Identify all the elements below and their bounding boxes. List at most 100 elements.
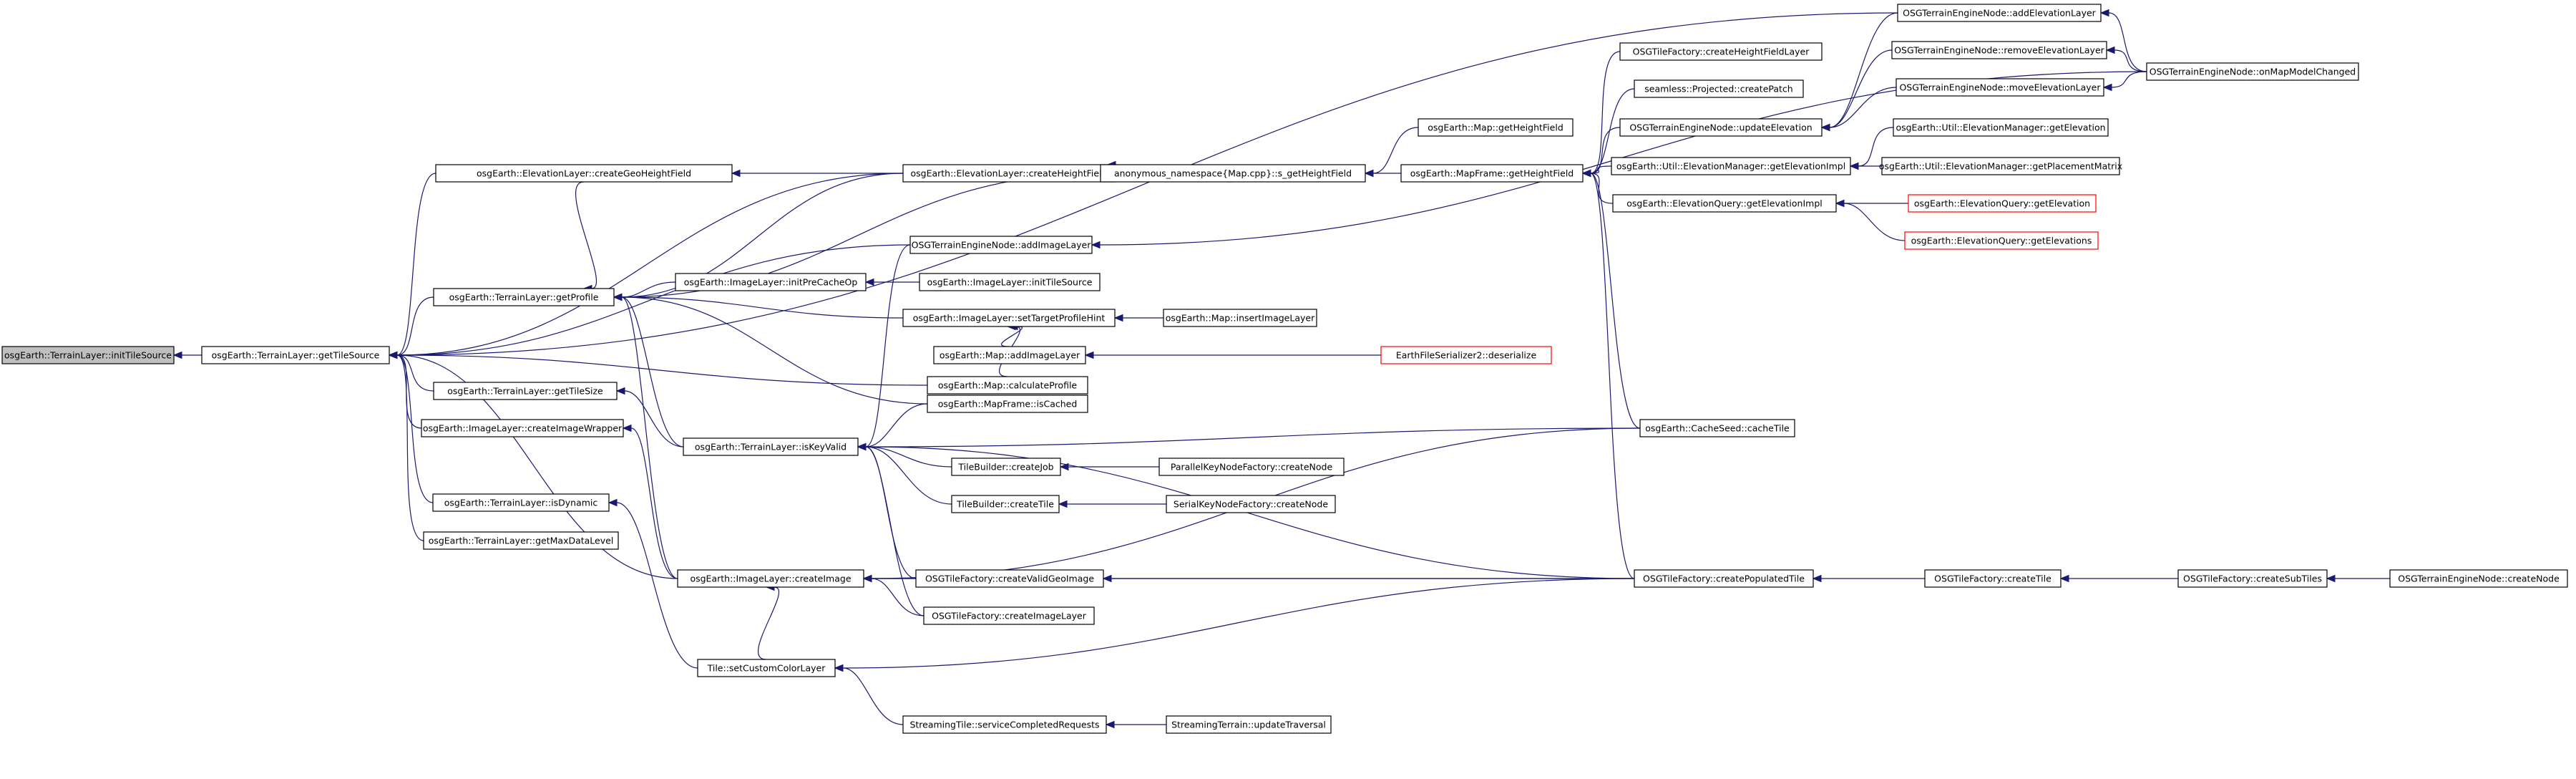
- node-serial-create-node[interactable]: SerialKeyNodeFactory::createNode: [1166, 495, 1336, 513]
- node-get-max-data-level[interactable]: osgEarth::TerrainLayer::getMaxDataLevel: [423, 531, 619, 550]
- node-create-height-field[interactable]: osgEarth::ElevationLayer::createHeightFi…: [902, 164, 1116, 183]
- node-box[interactable]: [2177, 569, 2328, 588]
- node-box[interactable]: [697, 659, 836, 677]
- node-box[interactable]: [435, 164, 733, 183]
- node-is-key-valid[interactable]: osgEarth::TerrainLayer::isKeyValid: [683, 437, 859, 456]
- node-init-tile-source-il[interactable]: osgEarth::ImageLayer::initTileSource: [919, 273, 1101, 291]
- node-box[interactable]: [421, 419, 624, 437]
- node-box[interactable]: [915, 569, 1104, 588]
- node-box[interactable]: [1893, 118, 2109, 137]
- node-service-completed-requests[interactable]: StreamingTile::serviceCompletedRequests: [902, 715, 1107, 734]
- node-box[interactable]: [675, 273, 867, 291]
- node-set-target-profile-hint[interactable]: osgEarth::ImageLayer::setTargetProfileHi…: [902, 309, 1116, 327]
- node-create-image[interactable]: osgEarth::ImageLayer::createImage: [677, 569, 864, 588]
- node-box[interactable]: [1881, 157, 2120, 175]
- node-map-add-image-layer[interactable]: osgEarth::Map::addImageLayer: [933, 346, 1086, 364]
- node-box[interactable]: [1380, 346, 1552, 364]
- node-map-get-height-field[interactable]: osgEarth::Map::getHeightField: [1418, 118, 1574, 137]
- node-box[interactable]: [923, 606, 1095, 625]
- node-create-valid-geo-image[interactable]: OSGTileFactory::createValidGeoImage: [915, 569, 1104, 588]
- node-box[interactable]: [1163, 309, 1317, 327]
- node-box[interactable]: [423, 531, 619, 550]
- node-eq-get-elevations[interactable]: osgEarth::ElevationQuery::getElevations: [1904, 231, 2099, 250]
- node-box[interactable]: [683, 437, 859, 456]
- node-insert-image-layer[interactable]: osgEarth::Map::insertImageLayer: [1163, 309, 1317, 327]
- node-box[interactable]: [902, 715, 1107, 734]
- node-get-placement-matrix[interactable]: osgEarth::Util::ElevationManager::getPla…: [1879, 157, 2122, 175]
- node-deserialize[interactable]: EarthFileSerializer2::deserialize: [1380, 346, 1552, 364]
- node-create-job[interactable]: TileBuilder::createJob: [951, 458, 1061, 476]
- node-init-pre-cache-op[interactable]: osgEarth::ImageLayer::initPreCacheOp: [675, 273, 867, 291]
- node-box[interactable]: [2146, 62, 2359, 81]
- node-create-tile-osg[interactable]: OSGTileFactory::createTile: [1924, 569, 2062, 588]
- node-create-image-layer[interactable]: OSGTileFactory::createImageLayer: [923, 606, 1095, 625]
- node-add-image-layer[interactable]: OSGTerrainEngineNode::addImageLayer: [909, 236, 1093, 254]
- node-get-elevation-impl[interactable]: osgEarth::Util::ElevationManager::getEle…: [1611, 157, 1851, 175]
- node-box[interactable]: [1400, 164, 1584, 183]
- node-create-sub-tiles[interactable]: OSGTileFactory::createSubTiles: [2177, 569, 2328, 588]
- node-box[interactable]: [902, 309, 1116, 327]
- node-create-tile[interactable]: TileBuilder::createTile: [951, 495, 1060, 513]
- node-box[interactable]: [951, 458, 1061, 476]
- node-em-get-elevation[interactable]: osgEarth::Util::ElevationManager::getEle…: [1893, 118, 2109, 137]
- node-box[interactable]: [201, 346, 390, 364]
- node-box[interactable]: [1634, 79, 1804, 98]
- node-map-frame-get-height-field[interactable]: osgEarth::MapFrame::getHeightField: [1400, 164, 1584, 183]
- node-box[interactable]: [933, 346, 1086, 364]
- node-box[interactable]: [2389, 569, 2568, 588]
- node-box[interactable]: [1619, 118, 1823, 137]
- node-box[interactable]: [1896, 78, 2104, 97]
- node-create-height-field-layer[interactable]: OSGTileFactory::createHeightFieldLayer: [1619, 42, 1823, 61]
- node-box[interactable]: [1158, 458, 1345, 476]
- node-eq-get-elevation[interactable]: osgEarth::ElevationQuery::getElevation: [1908, 194, 2097, 213]
- node-box[interactable]: [1418, 118, 1574, 137]
- node-box[interactable]: [1100, 164, 1366, 183]
- node-get-profile[interactable]: osgEarth::TerrainLayer::getProfile: [433, 288, 615, 306]
- node-update-traversal[interactable]: StreamingTerrain::updateTraversal: [1166, 715, 1332, 734]
- node-box[interactable]: [1897, 4, 2102, 22]
- node-on-map-model-changed[interactable]: OSGTerrainEngineNode::onMapModelChanged: [2146, 62, 2359, 81]
- node-box[interactable]: [951, 495, 1060, 513]
- node-box[interactable]: [432, 493, 610, 512]
- node-box[interactable]: [1634, 569, 1814, 588]
- node-remove-elevation-layer[interactable]: OSGTerrainEngineNode::removeElevationLay…: [1891, 41, 2107, 59]
- node-box[interactable]: [1166, 715, 1332, 734]
- node-add-elevation-layer[interactable]: OSGTerrainEngineNode::addElevationLayer: [1897, 4, 2102, 22]
- node-move-elevation-layer[interactable]: OSGTerrainEngineNode::moveElevationLayer: [1896, 78, 2104, 97]
- node-eq-get-elevation-impl[interactable]: osgEarth::ElevationQuery::getElevationIm…: [1612, 194, 1837, 213]
- node-s-get-height-field[interactable]: anonymous_namespace{Map.cpp}::s_getHeigh…: [1100, 164, 1366, 183]
- node-box[interactable]: [927, 376, 1088, 395]
- node-box[interactable]: [927, 395, 1088, 413]
- node-box[interactable]: [1612, 194, 1837, 213]
- node-box[interactable]: [1908, 194, 2097, 213]
- node-create-node[interactable]: OSGTerrainEngineNode::createNode: [2389, 569, 2568, 588]
- node-create-image-wrapper[interactable]: osgEarth::ImageLayer::createImageWrapper: [421, 419, 624, 437]
- node-box[interactable]: [902, 164, 1116, 183]
- node-box[interactable]: [1891, 41, 2107, 59]
- node-get-tile-source[interactable]: osgEarth::TerrainLayer::getTileSource: [201, 346, 390, 364]
- node-box[interactable]: [433, 382, 618, 400]
- node-box[interactable]: [1904, 231, 2099, 250]
- node-box[interactable]: [1, 346, 175, 364]
- node-parallel-create-node[interactable]: ParallelKeyNodeFactory::createNode: [1158, 458, 1345, 476]
- node-is-cached[interactable]: osgEarth::MapFrame::isCached: [927, 395, 1088, 413]
- node-box[interactable]: [1619, 42, 1823, 61]
- node-box[interactable]: [1611, 157, 1851, 175]
- node-box[interactable]: [909, 236, 1093, 254]
- node-cache-tile[interactable]: osgEarth::CacheSeed::cacheTile: [1639, 419, 1795, 437]
- node-box[interactable]: [677, 569, 864, 588]
- node-create-populated-tile[interactable]: OSGTileFactory::createPopulatedTile: [1634, 569, 1814, 588]
- node-box[interactable]: [1924, 569, 2062, 588]
- node-box[interactable]: [1166, 495, 1336, 513]
- node-box[interactable]: [919, 273, 1101, 291]
- node-get-tile-size[interactable]: osgEarth::TerrainLayer::getTileSize: [433, 382, 618, 400]
- node-update-elevation[interactable]: OSGTerrainEngineNode::updateElevation: [1619, 118, 1823, 137]
- node-init-tile-source[interactable]: osgEarth::TerrainLayer::initTileSource: [1, 346, 175, 364]
- node-set-custom-color-layer[interactable]: Tile::setCustomColorLayer: [697, 659, 836, 677]
- node-create-geo-height-field[interactable]: osgEarth::ElevationLayer::createGeoHeigh…: [435, 164, 733, 183]
- node-box[interactable]: [433, 288, 615, 306]
- node-is-dynamic[interactable]: osgEarth::TerrainLayer::isDynamic: [432, 493, 610, 512]
- node-box[interactable]: [1639, 419, 1795, 437]
- node-create-patch[interactable]: seamless::Projected::createPatch: [1634, 79, 1804, 98]
- node-calculate-profile[interactable]: osgEarth::Map::calculateProfile: [927, 376, 1088, 395]
